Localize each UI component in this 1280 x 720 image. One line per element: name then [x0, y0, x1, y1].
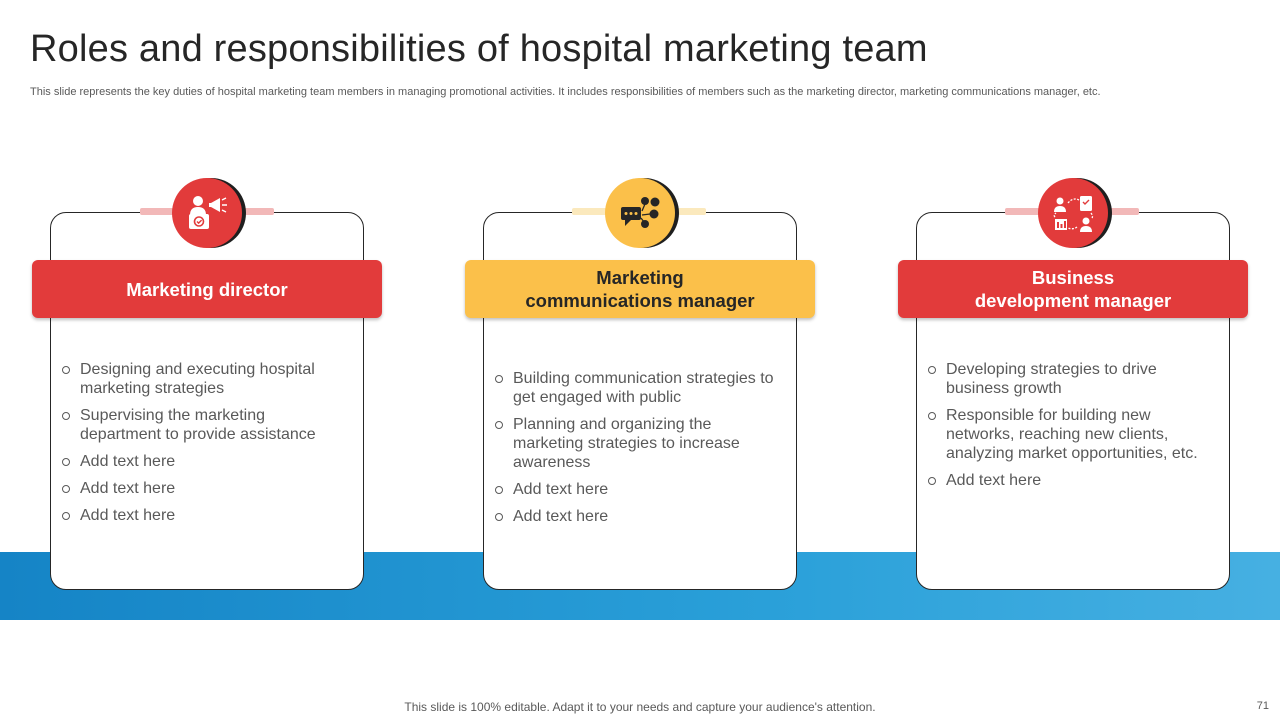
list-item: Add text here — [62, 479, 347, 498]
card-list: Designing and executing hospital marketi… — [62, 360, 347, 533]
page-number: 71 — [1256, 700, 1269, 712]
slide-subtitle: This slide represents the key duties of … — [30, 86, 1101, 98]
list-item: Add text here — [495, 507, 780, 526]
icon-badge — [172, 178, 246, 248]
list-item: Responsible for building new networks, r… — [928, 406, 1213, 463]
card-list: Developing strategies to drive business … — [928, 360, 1213, 498]
list-item: Designing and executing hospital marketi… — [62, 360, 347, 398]
marketing-director-icon — [189, 196, 227, 229]
card-title-marketing-director: Marketing director — [32, 260, 382, 318]
footer-note: This slide is 100% editable. Adapt it to… — [404, 700, 876, 714]
list-item: Add text here — [62, 506, 347, 525]
business-network-icon — [1053, 196, 1094, 232]
card-list: Building communication strategies to get… — [495, 369, 780, 534]
icon-badge — [605, 178, 679, 248]
list-item: Add text here — [62, 452, 347, 471]
list-item: Building communication strategies to get… — [495, 369, 780, 407]
communications-icon — [621, 197, 660, 228]
list-item: Add text here — [495, 480, 780, 499]
slide-title: Roles and responsibilities of hospital m… — [30, 28, 928, 70]
card-title-marketing-communications-manager: Marketing communications manager — [465, 260, 815, 318]
card-title-business-development-manager: Business development manager — [898, 260, 1248, 318]
list-item: Supervising the marketing department to … — [62, 406, 347, 444]
list-item: Add text here — [928, 471, 1213, 490]
list-item: Planning and organizing the marketing st… — [495, 415, 780, 472]
icon-badge — [1038, 178, 1112, 248]
list-item: Developing strategies to drive business … — [928, 360, 1213, 398]
